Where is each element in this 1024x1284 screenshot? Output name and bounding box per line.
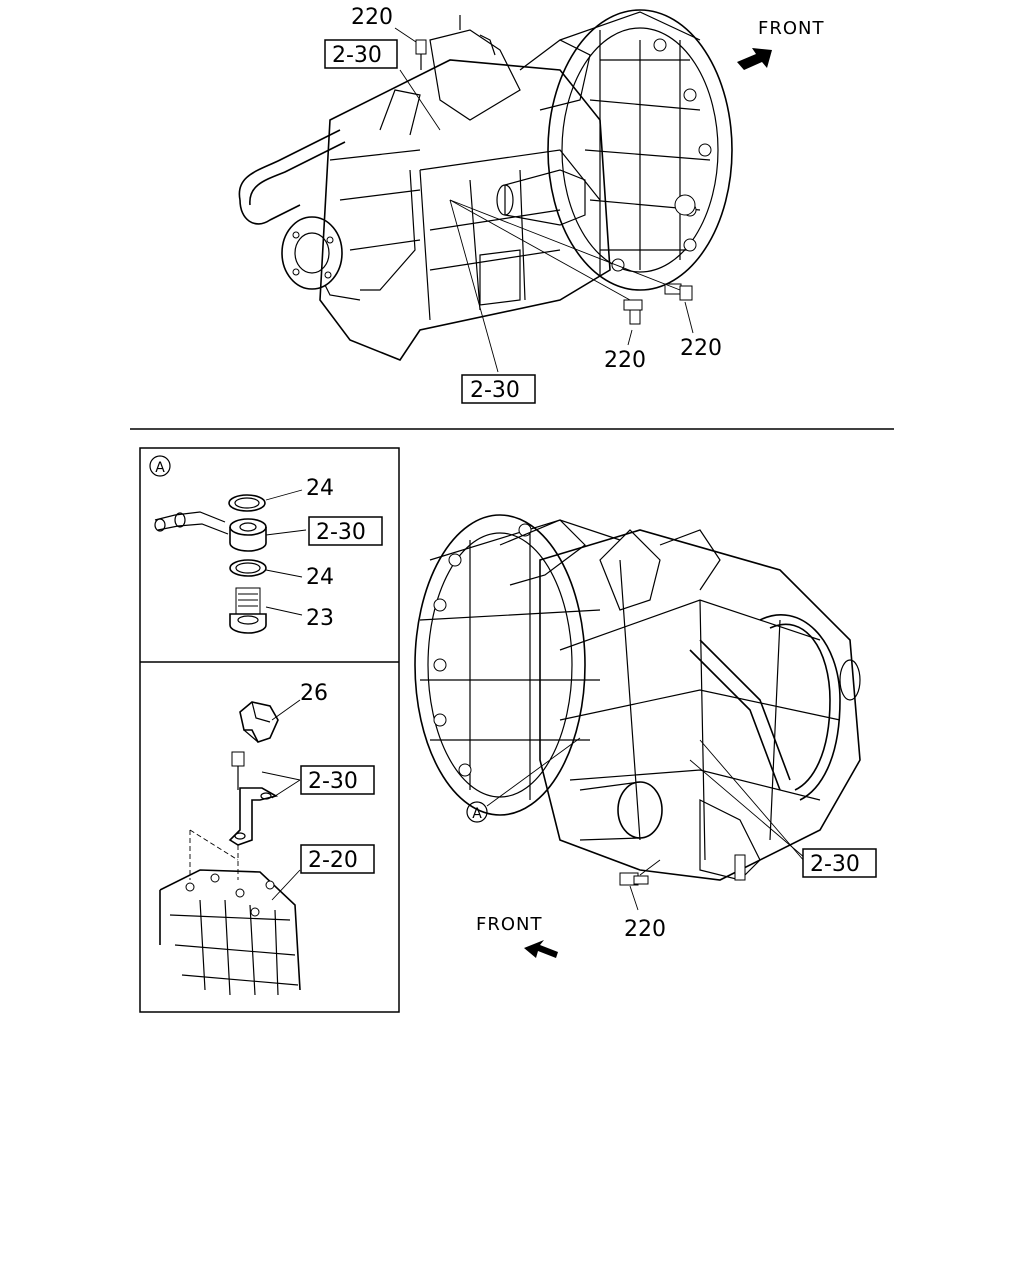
front-label-top: FRONT: [758, 18, 825, 39]
front-arrow-icon-bottom: [524, 940, 558, 958]
bolt-220-right: [664, 283, 693, 301]
inset-a-marker-label: A: [155, 460, 165, 476]
inset-a-marker-icon: [149, 455, 171, 477]
bottom-a-marker-label: A: [472, 806, 482, 822]
front-label-bottom: FRONT: [476, 914, 543, 935]
bottom-ref-label: 2-30: [810, 852, 860, 877]
bolt-label-top-right: 220: [680, 336, 722, 361]
bolt-220-bottom: [619, 872, 649, 886]
inset-eye-ref-box: [308, 516, 383, 546]
ref-box-top-lower: [461, 374, 536, 404]
inset-frame: [139, 447, 400, 1013]
bottom-a-marker-icon: [466, 801, 488, 823]
ref-label-top-lower: 2-30: [470, 378, 520, 403]
inset-housing-ref-label: 2-20: [308, 848, 358, 873]
inset-washer-lower-label: 24: [306, 565, 334, 590]
inset-washer-upper-label: 24: [306, 476, 334, 501]
front-arrow-icon-top: [737, 48, 772, 70]
inset-housing-ref-box: [300, 844, 375, 874]
housing-fragment: [159, 869, 301, 996]
ref-box-top-upper: [324, 39, 398, 69]
transmission-assembly-bottom: [414, 514, 861, 881]
transmission-assembly-top: [238, 9, 733, 373]
eye-fitting-assembly: [154, 494, 267, 634]
inset-bracket-ref-box: [300, 765, 375, 795]
bolt-label-bottom: 220: [624, 917, 666, 942]
bottom-ref-box: [802, 848, 877, 878]
bolt-label-top: 220: [351, 5, 393, 30]
inset-bolt-label: 23: [306, 606, 334, 631]
bolt-220-top: [415, 39, 427, 70]
clip-bracket-assembly: [189, 701, 279, 880]
bolt-label-top-mid: 220: [604, 348, 646, 373]
inset-eye-ref-label: 2-30: [316, 520, 366, 545]
ref-label-top-upper: 2-30: [332, 43, 382, 68]
inset-clip-label: 26: [300, 681, 328, 706]
bolt-220-mid: [623, 299, 643, 325]
inset-bracket-ref-label: 2-30: [308, 769, 358, 794]
